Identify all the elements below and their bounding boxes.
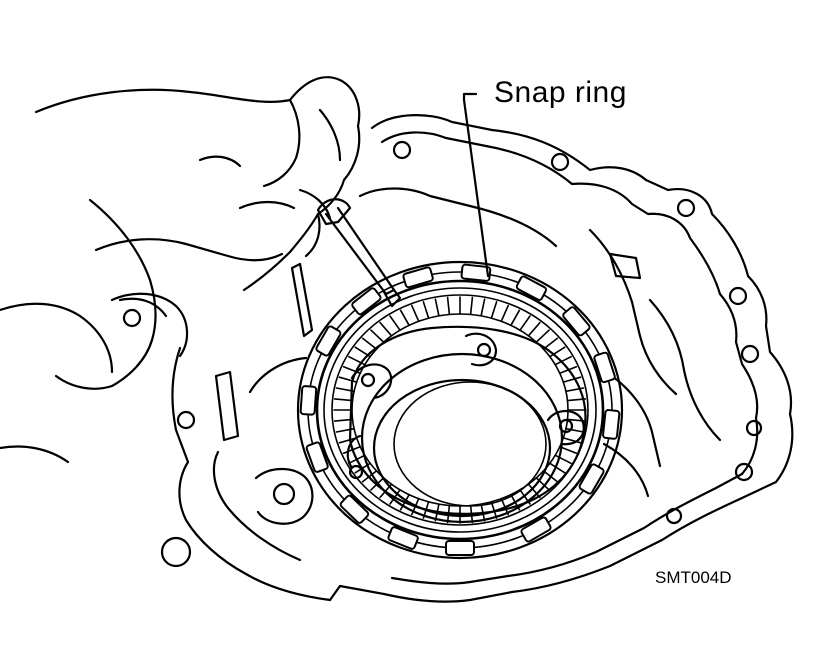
clutch-lug-8	[602, 409, 621, 440]
thumb-outline	[262, 98, 301, 188]
screwdriver-tip	[382, 288, 402, 308]
casting-rib-1	[358, 187, 558, 248]
tool-pin-hole	[122, 308, 142, 328]
hand-outline	[34, 76, 361, 292]
palm-lower-edge	[54, 198, 157, 390]
clutch-ring-4	[323, 287, 597, 533]
snap-ring	[315, 279, 605, 541]
finger-knuckle-1	[318, 108, 342, 162]
clutch-lug-2	[351, 287, 382, 316]
clutch-plate-lugs	[299, 263, 621, 556]
case-left-edge	[171, 346, 332, 602]
clutch-lug-5	[515, 275, 547, 301]
knuckle-crease	[198, 155, 242, 168]
finger-fold	[238, 200, 296, 210]
gear-tooth-lines	[333, 296, 587, 524]
casting-ridge-left	[290, 262, 314, 338]
clutch-lug-12	[387, 526, 419, 550]
sleeve-edge	[0, 445, 70, 464]
finger-knuckle-2	[298, 188, 332, 220]
casting-rib-6	[602, 442, 650, 498]
clutch-lug-1	[315, 325, 342, 357]
clutch-lug-3	[402, 266, 434, 289]
case-bolt-holes	[160, 140, 763, 568]
clutch-lug-6	[562, 306, 591, 337]
casting-slot	[214, 370, 240, 442]
clutch-lug-11	[445, 540, 475, 556]
casting-rib-3	[608, 252, 642, 280]
case-lower-lug	[254, 467, 314, 525]
hub-bore-step	[393, 381, 547, 507]
clutch-lug-13	[339, 494, 370, 524]
snap-ring-label: Snap ring	[494, 76, 627, 109]
figure-code-label: SMT004D	[655, 568, 732, 587]
hub-bore-outer	[360, 352, 564, 524]
ring-gear-teeth	[333, 296, 587, 524]
case-inner-flange	[380, 131, 759, 585]
case-lower-lug-hole	[272, 482, 296, 506]
snap-ring-leader-line	[462, 92, 490, 278]
spline-outer-edge	[331, 294, 589, 526]
wrist-line	[0, 302, 114, 374]
arm-lower-line	[94, 238, 284, 262]
pinky-outline	[118, 297, 168, 318]
clutch-lug-4	[460, 263, 492, 282]
screwdriver-shaft	[324, 206, 396, 296]
clutch-lug-7	[593, 351, 616, 384]
case-outer-outline	[328, 114, 794, 603]
clutch-lug-15	[299, 385, 318, 416]
hub-lug-holes	[346, 332, 585, 480]
finger-tip	[304, 212, 321, 258]
casting-rib-4	[648, 298, 722, 442]
clutch-lug-14	[305, 441, 329, 473]
clutch-outer-ring	[296, 260, 624, 560]
case-left-inner	[212, 450, 302, 562]
wrist-fold	[110, 292, 189, 358]
clutch-lug-9	[578, 463, 605, 495]
casting-rib-left	[248, 356, 308, 394]
casting-rib-2	[588, 228, 678, 396]
clutch-lug-10	[520, 516, 552, 543]
hub-bore-inner	[372, 378, 552, 518]
